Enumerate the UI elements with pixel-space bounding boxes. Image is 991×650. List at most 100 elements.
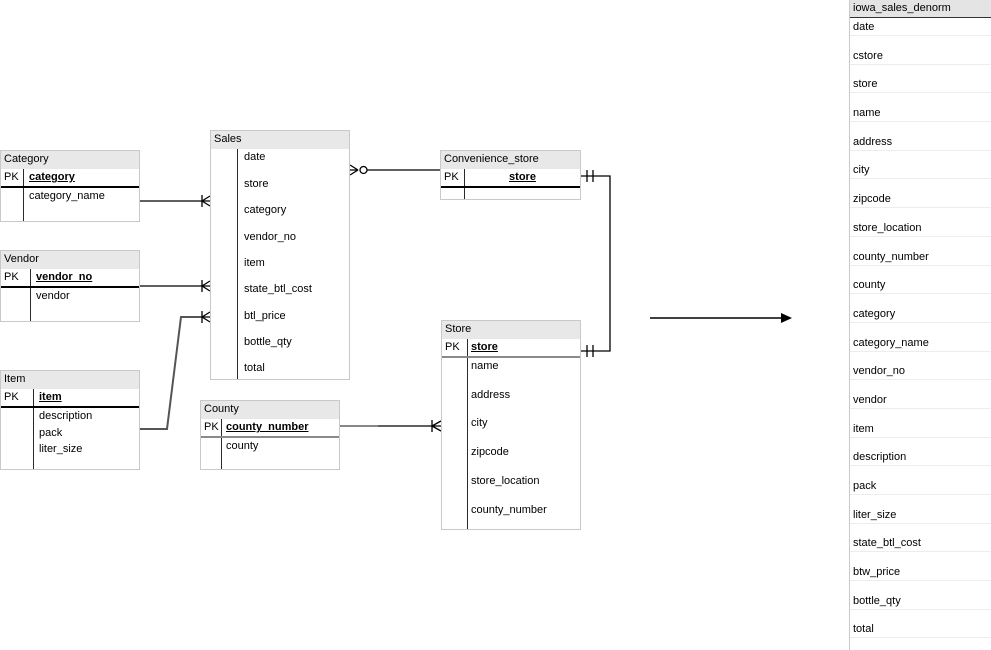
- denorm-field-label: pack: [853, 480, 877, 492]
- pk-column-label: PK: [4, 391, 19, 403]
- field-label: total: [244, 362, 265, 374]
- relationship-category-sales[interactable]: [140, 195, 211, 207]
- pk-field: vendor_no: [36, 271, 93, 283]
- relationship-sales-convenience-store[interactable]: [349, 164, 440, 176]
- pk-column-divider: [221, 419, 222, 469]
- denorm-field-label: city: [853, 164, 870, 177]
- relationship-vendor-sales[interactable]: [140, 280, 211, 292]
- pk-column-label: PK: [444, 171, 459, 183]
- pk-field: item: [39, 391, 62, 403]
- field-label: county: [226, 440, 259, 452]
- denorm-field-label: county: [853, 279, 886, 292]
- denorm-field-row: vendor_no: [850, 362, 991, 391]
- entity-title[interactable]: Convenience_store: [441, 151, 580, 169]
- denorm-panel-header[interactable]: iowa_sales_denorm: [850, 0, 991, 18]
- pk-column-divider: [23, 169, 24, 221]
- entity-title[interactable]: Category: [1, 151, 139, 169]
- entity-title[interactable]: Item: [1, 371, 139, 389]
- field-label: store_location: [471, 475, 540, 487]
- denorm-field-label: date: [853, 21, 875, 33]
- pk-row-rule: [441, 186, 580, 188]
- pk-row-rule: [442, 356, 580, 358]
- denorm-field-row: name: [850, 104, 991, 133]
- pk-field: store: [509, 171, 536, 183]
- pk-row-rule: [1, 286, 139, 288]
- field-label: description: [39, 410, 93, 422]
- pk-column-divider: [33, 389, 34, 469]
- field-label: date: [244, 151, 266, 163]
- field-label: btl_price: [244, 310, 286, 322]
- field-label: store: [244, 178, 269, 190]
- field-label: bottle_qty: [244, 336, 292, 348]
- entity-title[interactable]: Sales: [211, 131, 349, 149]
- pk-column-divider: [464, 169, 465, 199]
- denorm-panel[interactable]: iowa_sales_denorm date cstore store name add…: [849, 0, 991, 650]
- denorm-field-label: category: [853, 307, 896, 320]
- denorm-field-label: vendor: [853, 393, 887, 406]
- field-label: liter_size: [39, 443, 83, 455]
- denorm-field-label: description: [853, 451, 907, 464]
- denorm-field-label: store: [853, 78, 878, 91]
- field-label: address: [471, 389, 511, 401]
- pk-column-label: PK: [4, 171, 19, 183]
- field-label: city: [471, 417, 488, 429]
- denorm-field-row: county_number: [850, 248, 991, 277]
- entity-title[interactable]: Vendor: [1, 251, 139, 269]
- denorm-field-row: store_location: [850, 219, 991, 248]
- denorm-field-label: store_location: [853, 221, 922, 234]
- denorm-field-row: description: [850, 448, 991, 477]
- pk-field: store: [471, 341, 498, 353]
- field-label: county_number: [471, 504, 547, 516]
- denorm-field-label: total: [853, 623, 874, 636]
- denorm-field-label: category_name: [853, 336, 929, 349]
- relationship-item-sales[interactable]: [140, 311, 211, 430]
- denorm-field-label: county_number: [853, 250, 929, 263]
- denorm-field-row: pack: [850, 477, 991, 506]
- pk-field: category: [29, 171, 75, 183]
- denorm-field-label: bottle_qty: [853, 594, 901, 607]
- denorm-field-label: address: [853, 135, 893, 148]
- pk-column-label: PK: [445, 341, 460, 353]
- denorm-field-label: item: [853, 422, 874, 435]
- denorm-field-row: store: [850, 75, 991, 104]
- denorm-field-row: total: [850, 620, 991, 649]
- entity-title[interactable]: County: [201, 401, 339, 419]
- denorm-field-label: name: [853, 107, 881, 120]
- denorm-field-label: state_btl_cost: [853, 537, 921, 550]
- field-label: vendor: [36, 290, 70, 302]
- pk-row-rule: [201, 436, 339, 438]
- field-label: name: [471, 360, 499, 372]
- pk-field: county_number: [226, 421, 309, 433]
- denorm-field-label: cstore: [853, 49, 883, 62]
- denorm-field-row: address: [850, 133, 991, 162]
- relationship-county-store[interactable]: [340, 420, 442, 432]
- denorm-field-row: state_btl_cost: [850, 534, 991, 563]
- field-label: state_btl_cost: [244, 283, 312, 295]
- denorm-flow-arrow[interactable]: [650, 313, 792, 323]
- pk-column-divider: [30, 269, 31, 321]
- denorm-field-label: liter_size: [853, 508, 897, 521]
- denorm-field-label: zipcode: [853, 193, 891, 206]
- pk-column-label: PK: [204, 421, 219, 433]
- denorm-field-row: vendor: [850, 391, 991, 420]
- denorm-field-row: cstore: [850, 47, 991, 76]
- pk-row-rule: [1, 406, 139, 408]
- denorm-field-row: liter_size: [850, 506, 991, 535]
- field-label: pack: [39, 427, 63, 439]
- pk-row-rule: [1, 186, 139, 188]
- denorm-field-row: county: [850, 276, 991, 305]
- field-label: category: [244, 204, 287, 216]
- relationship-convenience-store-store[interactable]: [581, 170, 611, 357]
- entity-title[interactable]: Store: [442, 321, 580, 339]
- field-label: item: [244, 257, 265, 269]
- denorm-field-label: vendor_no: [853, 365, 905, 378]
